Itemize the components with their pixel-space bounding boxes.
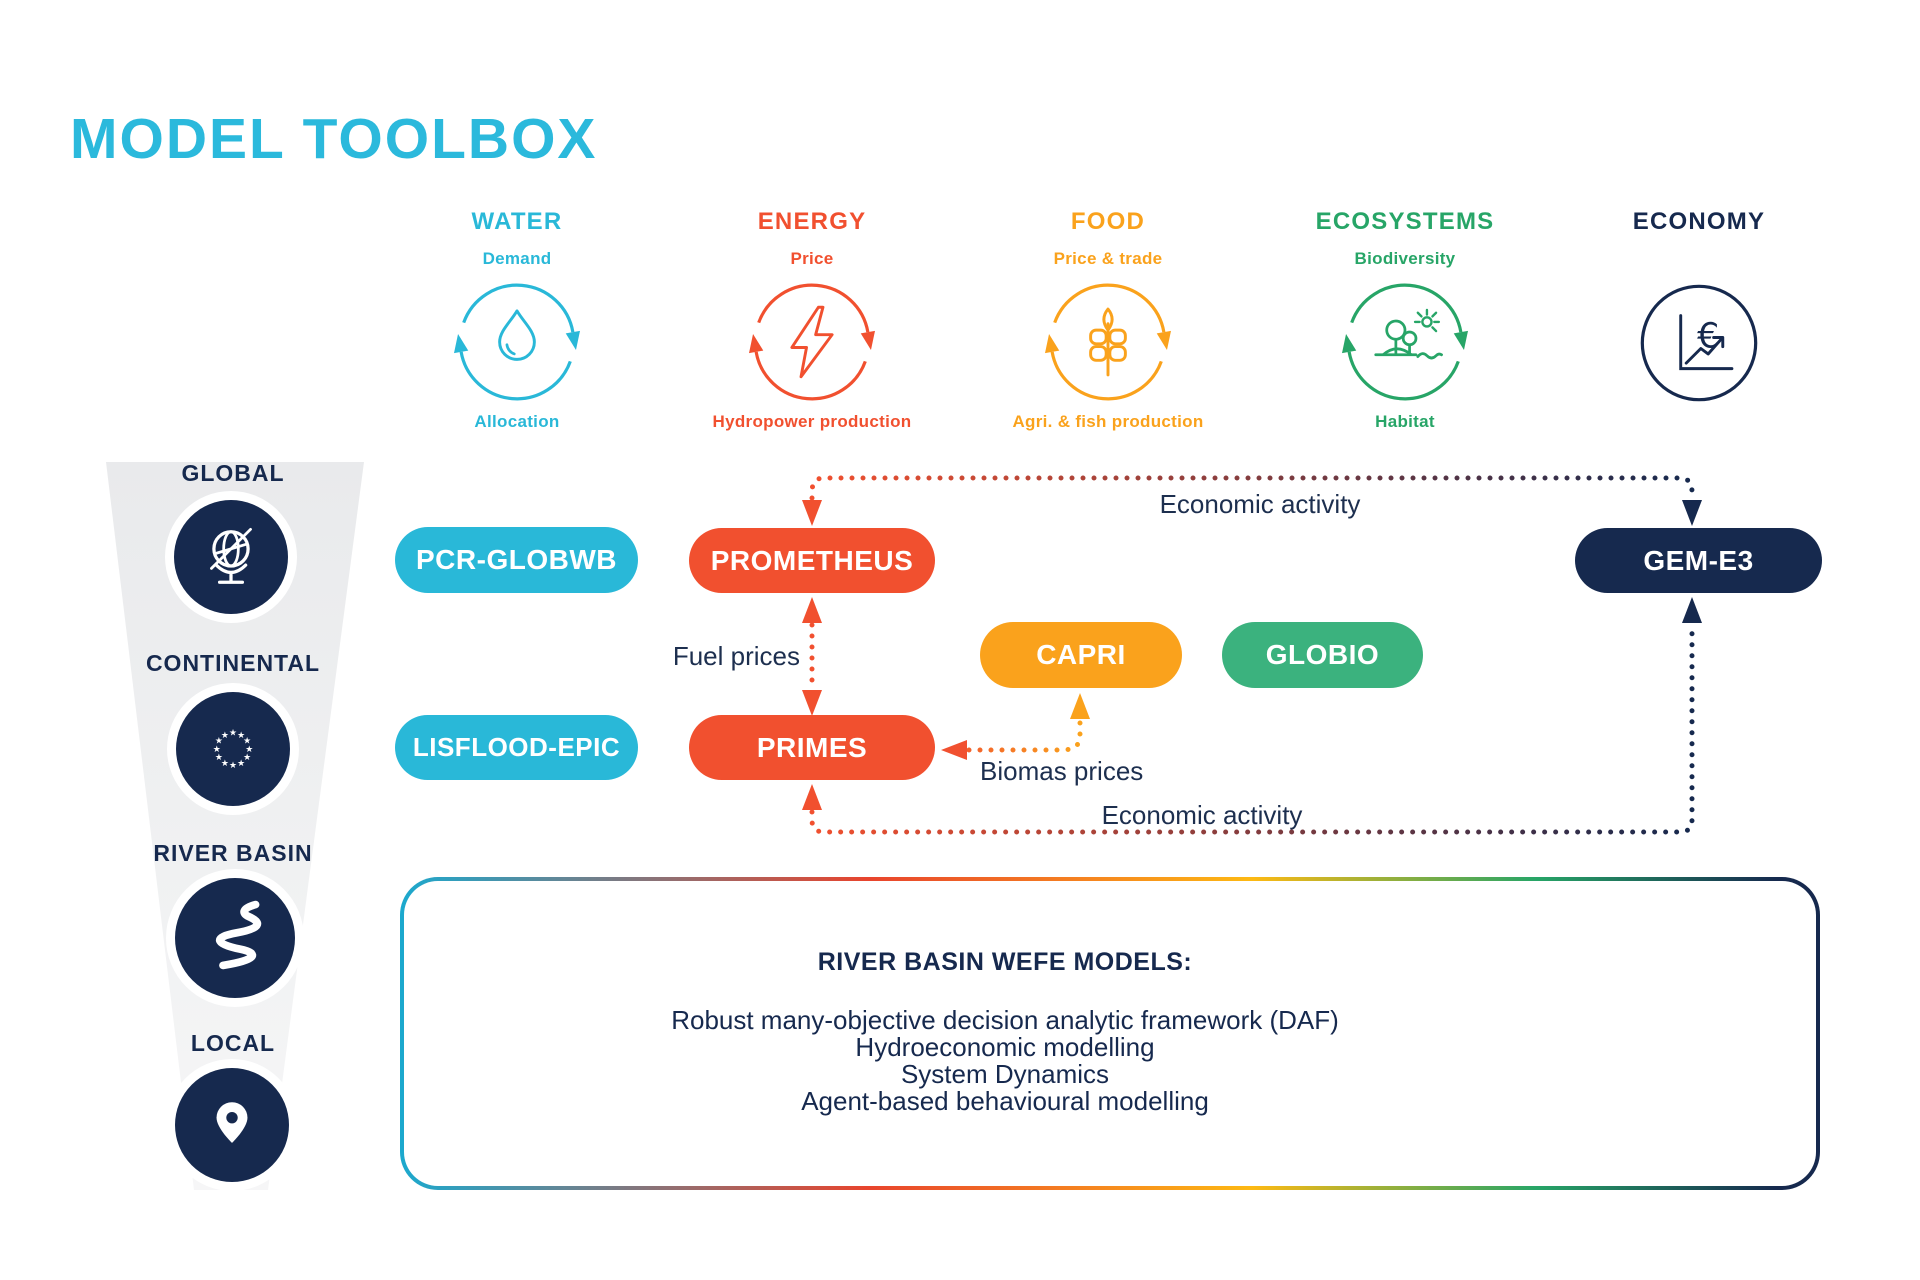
sector-water-bottom-label: Allocation [474, 412, 560, 431]
energy-cycle-bolt-icon [748, 278, 876, 406]
model-primes: PRIMES [689, 715, 935, 780]
river-basin-wefe-box [400, 877, 1820, 1190]
model-lisflood-epic: LISFLOOD-EPIC [395, 715, 638, 780]
sector-energy-top-label: Price [790, 249, 834, 268]
sector-energy: ENERGY Price Hydropower production [662, 208, 962, 432]
sector-energy-label: ENERGY [757, 208, 867, 235]
sector-ecosystems: ECOSYSTEMS Biodiversity Habitat [1255, 208, 1555, 432]
location-pin-icon [175, 1068, 289, 1182]
sector-ecosystems-bottom-label: Habitat [1375, 412, 1435, 431]
scale-label-local: LOCAL [190, 1030, 276, 1056]
wefe-box-item: Hydroeconomic modelling [855, 1032, 1155, 1062]
model-globio: GLOBIO [1222, 622, 1423, 688]
scale-label-global: GLOBAL [181, 460, 285, 486]
page-title: MODEL TOOLBOX [70, 107, 598, 171]
wefe-box-item: System Dynamics [900, 1059, 1110, 1089]
wefe-box-heading: RIVER BASIN WEFE MODELS: [817, 948, 1193, 976]
economy-euro-chart-icon [1635, 279, 1763, 407]
sector-economy-label: ECONOMY [1632, 208, 1766, 235]
sector-economy: ECONOMY [1549, 208, 1849, 413]
model-gem-e3: GEM-E3 [1575, 528, 1822, 593]
sector-energy-bottom-label: Hydropower production [712, 412, 912, 431]
sector-water-top-label: Demand [482, 249, 552, 268]
fuel-prices-connector [802, 597, 822, 716]
sector-food-bottom-label: Agri. & fish production [1012, 412, 1204, 431]
sector-food-label: FOOD [1070, 208, 1146, 235]
ecosystems-cycle-landscape-icon [1341, 278, 1469, 406]
eu-stars-icon [176, 692, 290, 806]
scale-label-continental: CONTINENTAL [145, 650, 321, 676]
scale-circle-river-basin [175, 878, 295, 998]
river-icon [175, 878, 295, 998]
scale-circle-global [174, 500, 288, 614]
sector-food-top-label: Price & trade [1053, 249, 1163, 268]
scale-label-river-basin: RIVER BASIN [153, 840, 313, 866]
sector-water: WATER Demand Allocation [367, 208, 667, 432]
sector-food: FOOD Price & trade Agri. & fish producti… [958, 208, 1258, 432]
sector-ecosystems-top-label: Biodiversity [1354, 249, 1456, 268]
water-cycle-drop-icon [453, 278, 581, 406]
economic-activity-top-label: Economic activity [1159, 489, 1361, 519]
river-basin-wefe-content: RIVER BASIN WEFE MODELS: Robust many-obj… [420, 948, 1590, 1115]
biomas-prices-label: Biomas prices [980, 756, 1144, 786]
sector-water-label: WATER [471, 208, 563, 235]
biomas-prices-connector [941, 693, 1090, 760]
model-capri: CAPRI [980, 622, 1182, 688]
model-pcr-globwb: PCR-GLOBWB [395, 527, 638, 593]
scale-circle-continental [176, 692, 290, 806]
food-cycle-wheat-icon [1044, 278, 1172, 406]
scale-circle-local [175, 1068, 289, 1182]
wefe-box-item: Robust many-objective decision analytic … [671, 1005, 1339, 1035]
globe-icon [174, 500, 288, 614]
model-prometheus: PROMETHEUS [689, 528, 935, 593]
sector-ecosystems-label: ECOSYSTEMS [1315, 208, 1495, 235]
fuel-prices-label: Fuel prices [672, 641, 800, 671]
wefe-box-item: Agent-based behavioural modelling [801, 1086, 1209, 1116]
economic-activity-bottom-label: Economic activity [1101, 800, 1303, 830]
